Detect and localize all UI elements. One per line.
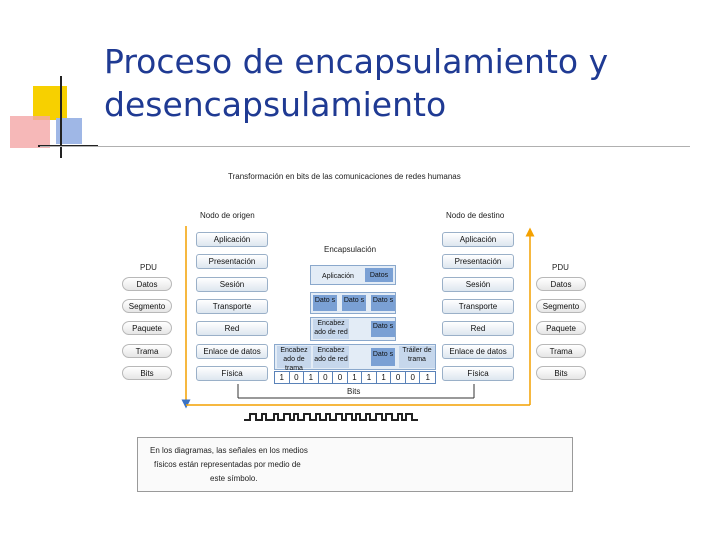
origin-layer-session: Sesión (196, 277, 268, 292)
note-line-1: En los diagramas, las señales en los med… (150, 446, 308, 455)
encap-seg3: Dato s (371, 295, 395, 311)
pdu-right-data: Datos (536, 277, 586, 291)
encap-data-cell: Datos (365, 268, 393, 282)
origin-layer-network: Red (196, 321, 268, 336)
encap-net-header-label: Encabez ado de red (314, 320, 348, 336)
decor-pink-square (10, 116, 50, 148)
encapsulation-label: Encapsulación (324, 245, 377, 254)
encap-frame-block: Encabez ado de trama Encabez ado de red … (274, 344, 436, 372)
encap-seg3-label: Dato s (372, 297, 394, 304)
encap-frame-data: Dato s (371, 348, 395, 366)
dest-layer-datalink: Enlace de datos (442, 344, 514, 359)
bit-cell: 0 (406, 372, 421, 384)
encap-frame-trailer: Tráiler de trama (399, 346, 435, 368)
pdu-right-segment: Segmento (536, 299, 586, 313)
bit-cell: 0 (391, 372, 406, 384)
pdu-right-bits: Bits (536, 366, 586, 380)
bits-label: Bits (347, 387, 361, 396)
bit-cell: 1 (348, 372, 363, 384)
bit-cell: 1 (425, 373, 430, 382)
pdu-left-data: Datos (122, 277, 172, 291)
note-line-3: este símbolo. (210, 474, 258, 483)
encap-app-block: Aplicación Datos (310, 265, 396, 285)
dest-node-label: Nodo de destino (446, 211, 505, 220)
dest-layer-session: Sesión (442, 277, 514, 292)
encap-transport-block: Dato s Dato s Dato s (310, 292, 396, 314)
encap-net-data-label: Dato s (372, 323, 394, 330)
bit-cell: 1 (362, 372, 377, 384)
encap-net-data: Dato s (371, 321, 395, 337)
origin-node-label: Nodo de origen (200, 211, 255, 220)
diagram-heading: Transformación en bits de las comunicaci… (228, 172, 461, 181)
title-divider (40, 146, 690, 147)
encap-frame-header: Encabez ado de trama (277, 346, 311, 372)
dest-layer-network: Red (442, 321, 514, 336)
bit-cell: 1 (377, 372, 392, 384)
encap-frame-data-label: Dato s (372, 351, 394, 358)
pdu-left-frame: Trama (122, 344, 172, 358)
encap-seg1-label: Dato s (314, 297, 336, 304)
pdu-right-frame: Trama (536, 344, 586, 358)
encap-frame-net-header: Encabez ado de red (313, 346, 349, 368)
slide-title: Proceso de encapsulamiento y desencapsul… (104, 42, 609, 124)
origin-layer-application: Aplicación (196, 232, 268, 247)
bit-cell: 0 (319, 372, 334, 384)
origin-layer-datalink: Enlace de datos (196, 344, 268, 359)
note-line-2: físicos están representadas por medio de (154, 460, 301, 469)
origin-layer-presentation: Presentación (196, 254, 268, 269)
pdu-left-header: PDU (140, 263, 157, 272)
dest-layer-physical: Física (442, 366, 514, 381)
dest-layer-transport: Transporte (442, 299, 514, 314)
encap-network-block: Encabez ado de red Dato s (310, 317, 396, 341)
pdu-left-bits: Bits (122, 366, 172, 380)
encap-seg1: Dato s (313, 295, 337, 311)
pdu-left-packet: Paquete (122, 321, 172, 335)
pdu-right-packet: Paquete (536, 321, 586, 335)
dest-layer-presentation: Presentación (442, 254, 514, 269)
decor-vertical-line (60, 76, 62, 158)
encap-app-label: Aplicación (322, 273, 354, 280)
origin-layer-physical: Física (196, 366, 268, 381)
dest-layer-application: Aplicación (442, 232, 514, 247)
encap-data-label: Datos (369, 272, 389, 279)
origin-layer-transport: Transporte (196, 299, 268, 314)
bit-cell: 0 (290, 372, 305, 384)
bit-cell: 1 (275, 372, 290, 384)
bit-cell: 0 (333, 372, 348, 384)
encap-seg2-label: Dato s (343, 297, 365, 304)
pdu-right-header: PDU (552, 263, 569, 272)
encap-frame-trailer-label: Tráiler de trama (402, 347, 432, 363)
encap-frame-header-label: Encabez ado de trama (280, 347, 308, 372)
encap-seg2: Dato s (342, 295, 366, 311)
bit-cell: 1 (304, 372, 319, 384)
signal-note: En los diagramas, las señales en los med… (137, 437, 573, 492)
pdu-left-segment: Segmento (122, 299, 172, 313)
encap-frame-net-header-label: Encabez ado de red (314, 347, 348, 363)
encap-net-header: Encabez ado de red (313, 319, 349, 339)
